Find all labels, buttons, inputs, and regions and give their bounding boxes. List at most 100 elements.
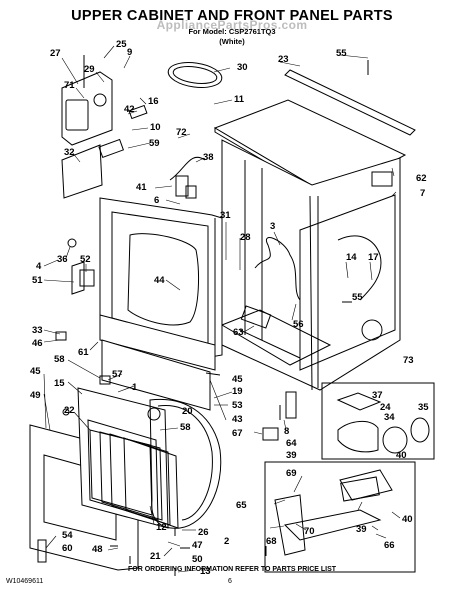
callout-11: 11 — [234, 94, 245, 105]
callout-17: 17 — [368, 252, 379, 263]
kick-panel — [99, 314, 216, 371]
callout-41: 41 — [136, 182, 147, 193]
callout-46: 46 — [32, 338, 43, 349]
callout-63: 63 — [233, 327, 244, 338]
callout-53: 53 — [232, 400, 243, 411]
callout-30: 30 — [237, 62, 248, 73]
callout-58: 58 — [54, 354, 65, 365]
page-number: 6 — [228, 578, 232, 585]
callout-73: 73 — [403, 355, 414, 366]
callout-44: 44 — [154, 275, 165, 286]
callout-58-b: 58 — [180, 422, 191, 433]
callout-55-b: 55 — [352, 292, 363, 303]
callout-25: 25 — [116, 39, 127, 50]
callout-31: 31 — [220, 210, 231, 221]
callout-16: 16 — [148, 96, 159, 107]
callout-12: 12 — [156, 522, 167, 533]
callout-40-b: 40 — [396, 450, 407, 461]
callout-48: 48 — [92, 544, 103, 555]
callout-67: 67 — [232, 428, 243, 439]
control-bracket — [61, 144, 103, 199]
callout-68: 68 — [266, 536, 277, 547]
cabinet-edge — [309, 195, 313, 391]
console-backsplash — [61, 71, 113, 146]
rear-vent — [361, 319, 383, 341]
callout-39: 39 — [356, 524, 367, 535]
cabinet-side-panel — [299, 194, 396, 371]
callout-51: 51 — [32, 275, 43, 286]
callout-40: 39 — [286, 450, 297, 461]
callout-65: 65 — [236, 500, 247, 511]
callout-21: 21 — [150, 551, 161, 562]
callout-71: 71 — [64, 80, 75, 91]
callout-57: 57 — [112, 369, 123, 380]
doc-number: W10469611 — [6, 578, 44, 585]
callout-62: 62 — [416, 173, 427, 184]
callout-26: 26 — [198, 527, 209, 538]
color-line: (White) — [219, 37, 245, 46]
drive-belt — [167, 62, 223, 88]
callout-24: 24 — [380, 402, 391, 413]
callout-36: 36 — [57, 254, 68, 265]
callout-labels: 25 27 9 29 71 16 42 10 32 59 41 6 30 11 … — [30, 39, 429, 577]
callout-61: 61 — [78, 347, 89, 358]
callout-64: 64 — [286, 438, 297, 449]
callout-14: 14 — [346, 252, 357, 263]
callout-22: 22 — [64, 405, 75, 416]
door-seal — [149, 398, 222, 529]
callout-27: 27 — [50, 48, 61, 59]
callout-28: 28 — [240, 232, 251, 243]
callout-4: 4 — [36, 261, 42, 272]
callout-42: 42 — [124, 104, 135, 115]
door-glass-2 — [99, 431, 163, 521]
inset-parts-box — [321, 382, 435, 460]
callout-6: 6 — [154, 195, 159, 206]
callout-34: 34 — [384, 412, 395, 423]
inset-lamp-box — [264, 461, 416, 573]
callout-49: 49 — [30, 390, 41, 401]
callout-15: 15 — [54, 378, 65, 389]
callout-43: 43 — [232, 414, 243, 425]
callout-37: 37 — [372, 390, 383, 401]
callout-23: 23 — [278, 54, 289, 65]
door-opening — [127, 233, 199, 326]
callout-7: 7 — [420, 188, 425, 199]
cabinet-base — [220, 309, 332, 366]
callout-32: 32 — [64, 147, 75, 158]
callout-13: 13 — [200, 566, 211, 577]
callout-1: 1 — [132, 382, 138, 393]
callout-60: 60 — [62, 543, 73, 554]
callout-72: 72 — [176, 127, 187, 138]
callout-69: 69 — [286, 468, 297, 479]
callout-8: 8 — [284, 426, 289, 437]
callout-20: 20 — [182, 406, 193, 417]
control-knob — [65, 99, 89, 131]
callout-52: 52 — [80, 254, 91, 265]
model-line: For Model: CSP2761TQ3 — [188, 27, 276, 36]
callout-33: 33 — [32, 325, 43, 336]
callout-47: 47 — [192, 540, 203, 551]
callout-40-c: 40 — [402, 514, 413, 525]
toe-panel — [101, 339, 211, 411]
callout-35: 35 — [418, 402, 429, 413]
callout-55: 55 — [336, 48, 347, 59]
callout-50: 50 — [192, 554, 203, 565]
callout-56: 56 — [293, 319, 304, 330]
top-strip — [284, 69, 416, 136]
callout-3: 3 — [270, 221, 275, 232]
callout-38: 38 — [203, 152, 214, 163]
callout-9: 9 — [127, 47, 132, 58]
callout-54: 54 — [62, 530, 73, 541]
callout-2: 2 — [224, 536, 229, 547]
callout-29: 29 — [84, 64, 95, 75]
callout-70: 70 — [304, 526, 315, 537]
callout-66: 66 — [384, 540, 395, 551]
callout-45: 45 — [30, 366, 41, 377]
callout-10: 10 — [150, 122, 161, 133]
watermark: AppliancePartsPros.com — [156, 18, 308, 32]
callout-59: 59 — [149, 138, 160, 149]
page-title: UPPER CABINET AND FRONT PANEL PARTS — [71, 8, 393, 24]
callout-19: 19 — [232, 386, 243, 397]
wire-harness — [254, 237, 301, 301]
